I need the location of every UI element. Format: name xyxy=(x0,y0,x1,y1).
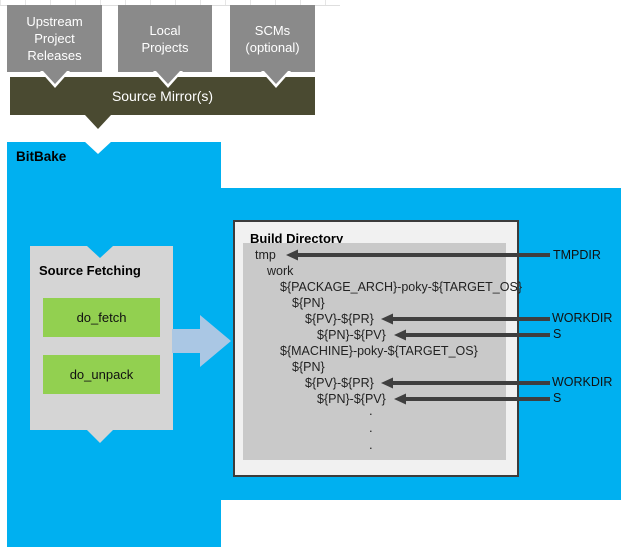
source-fetching-tail xyxy=(87,430,113,443)
scms-box-tail xyxy=(261,71,291,89)
source-fetching-box: Source Fetching do_fetch do_unpack xyxy=(30,246,173,443)
upstream-project-releases-label: Upstream Project Releases xyxy=(26,14,83,63)
dir-entry-pn-pv-2: ${PN}-${PV} xyxy=(317,392,386,406)
dir-entry-work: work xyxy=(267,264,294,278)
s-label-2: S xyxy=(553,391,562,405)
tmpdir-label: TMPDIR xyxy=(553,248,601,262)
source-fetching-notch xyxy=(87,246,113,258)
ellipsis-dot: . xyxy=(369,437,373,452)
local-projects-label: Local Projects xyxy=(141,22,189,55)
dir-entry-pv-pr-2: ${PV}-${PR} xyxy=(305,376,374,390)
workdir-label-2: WORKDIR xyxy=(552,375,613,389)
dir-entry-pn-2: ${PN} xyxy=(292,360,325,374)
flow-arrow-icon xyxy=(172,315,231,367)
do-fetch-task-box: do_fetch xyxy=(43,298,160,337)
local-projects-box: Local Projects xyxy=(118,5,212,88)
build-directory-title: Build Directory xyxy=(250,231,344,246)
upstream-box-tail xyxy=(40,71,70,89)
scms-optional-box: SCMs (optional) xyxy=(230,5,315,88)
workdir-label-1: WORKDIR xyxy=(552,311,613,325)
ellipsis-dot: . xyxy=(369,403,373,418)
tail-fill xyxy=(43,71,67,84)
upstream-project-releases-box: Upstream Project Releases xyxy=(7,5,102,88)
dir-entry-pn: ${PN} xyxy=(292,296,325,310)
bitbake-label: BitBake xyxy=(16,149,67,164)
tail-fill xyxy=(156,71,180,84)
build-directory-box: Build Directory xyxy=(233,220,519,477)
s-label-1: S xyxy=(553,327,562,341)
source-fetching-title: Source Fetching xyxy=(39,263,141,278)
ellipsis-dot: . xyxy=(369,420,373,435)
dir-entry-machine: ${MACHINE}-poky-${TARGET_OS} xyxy=(280,344,478,358)
scms-optional-label: SCMs (optional) xyxy=(245,22,300,55)
local-projects-box-tail xyxy=(153,71,183,89)
dir-entry-package-arch: ${PACKAGE_ARCH}-poky-${TARGET_OS} xyxy=(280,280,522,294)
directory-tree-panel xyxy=(243,243,506,460)
do-unpack-task-box: do_unpack xyxy=(43,355,160,394)
dir-entry-tmp: tmp xyxy=(255,248,276,262)
dir-entry-pn-pv: ${PN}-${PV} xyxy=(317,328,386,342)
source-mirrors-tail xyxy=(85,115,111,129)
source-mirrors-label: Source Mirror(s) xyxy=(111,88,214,104)
bitbake-region-notch xyxy=(84,141,112,154)
dir-entry-pv-pr: ${PV}-${PR} xyxy=(305,312,374,326)
tail-fill xyxy=(264,71,288,84)
